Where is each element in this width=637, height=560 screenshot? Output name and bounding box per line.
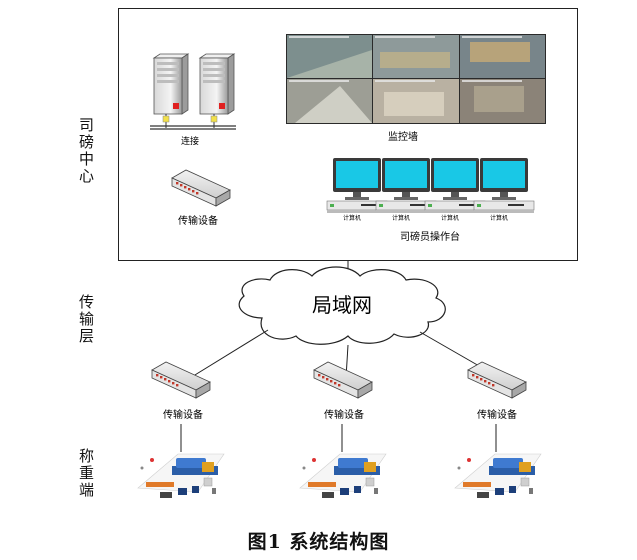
weighbridge-scene (137, 453, 225, 499)
server-icon (199, 53, 235, 115)
weighbridge-scene (454, 453, 542, 499)
computer-icon (473, 157, 535, 214)
transport-switch-label: 传输设备 (324, 408, 364, 421)
video-wall (286, 34, 546, 124)
lan-link (189, 329, 269, 379)
console-label: 司磅员操作台 (400, 230, 460, 243)
weighbridge-scene (299, 453, 387, 499)
computer-label: 计算机 (441, 214, 459, 222)
server-connection (150, 114, 236, 130)
video-wall-label: 监控墙 (388, 130, 418, 143)
transport-switch-label: 传输设备 (163, 408, 203, 421)
control-center-frame (118, 8, 578, 261)
computer-label: 计算机 (343, 214, 361, 222)
transport-switch-label: 传输设备 (477, 408, 517, 421)
lan-cloud-label: 局域网 (312, 293, 372, 317)
server-icon (153, 53, 189, 115)
computer-label: 计算机 (392, 214, 410, 222)
figure-caption: 图1 系统结构图 (247, 531, 390, 553)
layer-label-transport: 传输层 (77, 294, 95, 345)
computer-label: 计算机 (490, 214, 508, 222)
center-switch-icon (171, 169, 231, 207)
lan-cloud-icon (238, 266, 446, 345)
center-switch-label: 传输设备 (178, 214, 218, 227)
transport-switch-icon (313, 361, 373, 399)
servers-label: 连接 (181, 135, 199, 147)
layer-label-weighing: 称重端 (77, 448, 95, 499)
transport-switch-icon (467, 361, 527, 399)
transport-switch-icon (151, 361, 211, 399)
layer-label-center: 司磅中心 (77, 117, 95, 185)
